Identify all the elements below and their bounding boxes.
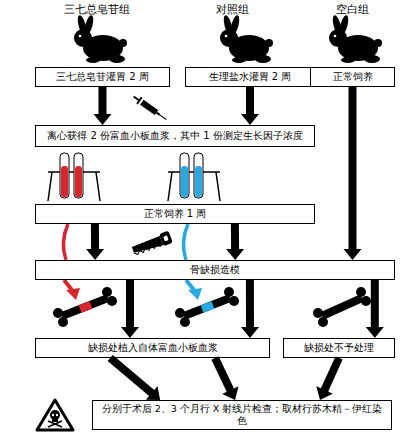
plasma-line-blue	[183, 224, 188, 260]
flow-arrow	[316, 356, 342, 400]
flow-arrow	[344, 87, 362, 260]
process-box: 正常饲养 1 周	[35, 204, 315, 224]
flow-arrow	[94, 87, 112, 125]
test-tube-rack	[48, 153, 100, 201]
group-heading: 对照组	[192, 3, 272, 16]
flow-arrow	[121, 280, 139, 338]
rabbit-icon	[220, 14, 273, 63]
flow-arrow	[211, 356, 238, 400]
box-text: 生理盐水灌胃 2 周	[209, 71, 292, 84]
box-text: 骨缺损造模	[190, 264, 240, 277]
group-heading: 空白组	[312, 3, 392, 16]
process-box: 骨缺损造模	[35, 260, 395, 280]
process-box: 分别于术后 2、3 个月行 X 射线片检查；取材行苏木精－伊红染色	[92, 400, 392, 430]
plasma-line-blue	[186, 280, 194, 290]
box-text: 正常饲养 1 周	[144, 208, 207, 221]
bone-icon	[175, 287, 239, 327]
flow-arrow	[241, 87, 259, 125]
bone-icon	[53, 287, 117, 327]
plasma-line-red	[63, 224, 68, 260]
plasma-arrowhead-red	[66, 288, 80, 300]
saw-icon	[131, 231, 173, 257]
flow-arrow	[241, 280, 259, 338]
box-text: 正常饲养	[333, 71, 373, 84]
rabbit-icon	[74, 14, 127, 63]
flow-arrow	[366, 280, 384, 338]
plasma-arrowhead-blue	[188, 288, 202, 300]
box-text: 分别于术后 2、3 个月行 X 射线片检查；取材行苏木精－伊红染色	[97, 403, 387, 427]
box-text: 三七总皂苷灌胃 2 周	[56, 71, 149, 84]
box-text: 缺损处植入自体富血小板血浆	[88, 342, 218, 355]
box-text: 离心获得 2 份富血小板血浆，其中 1 份测定生长因子浓度	[47, 130, 302, 143]
box-text: 缺损处不予处理	[304, 342, 374, 355]
process-box: 缺损处不予处理	[283, 338, 395, 358]
rabbit-icon	[329, 14, 382, 63]
group-heading: 三七总皂苷组	[47, 3, 147, 16]
flow-arrow	[108, 355, 161, 400]
flow-arrow	[86, 224, 104, 260]
process-box: 缺损处植入自体富血小板血浆	[35, 338, 270, 358]
test-tube-rack	[168, 153, 220, 201]
bone-icon	[313, 287, 371, 327]
hazard-skull-icon	[37, 400, 73, 430]
process-box: 正常饲养	[310, 67, 395, 87]
process-box: 三七总皂苷灌胃 2 周	[35, 67, 170, 87]
flow-arrow	[226, 224, 244, 260]
process-box: 生理盐水灌胃 2 周	[185, 67, 315, 87]
process-box: 离心获得 2 份富血小板血浆，其中 1 份测定生长因子浓度	[35, 125, 315, 147]
plasma-line-red	[64, 280, 72, 290]
syringe-icon	[131, 93, 168, 122]
